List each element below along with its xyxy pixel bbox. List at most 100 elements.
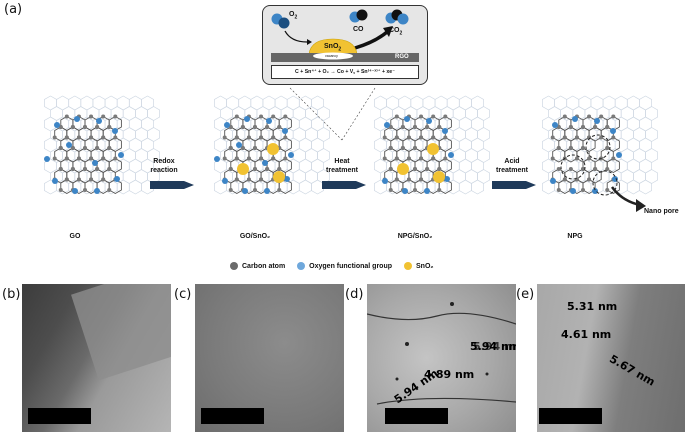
caption-npg-sno2: NPG/SnO₂: [397, 233, 433, 240]
sno2-particle-2: [433, 171, 445, 183]
o2-arrow-head: [307, 39, 312, 45]
bg-hex-1: [298, 179, 312, 195]
nano-pore-3: [560, 154, 586, 180]
legend-carbon-swatch: [230, 262, 238, 270]
legend-carbon: Carbon atom: [230, 262, 285, 270]
co2-arrow-head: [383, 26, 393, 37]
carbon-atom-0: [113, 114, 118, 119]
step-arrow-1: [322, 181, 366, 189]
carbon-atom-2: [394, 177, 399, 182]
oxygen-group-0: [92, 160, 98, 166]
carbon-atom-1: [277, 167, 282, 171]
oxygen-group-1: [244, 116, 250, 122]
tem-image-b: [22, 284, 171, 432]
oxygen-group-3: [592, 188, 598, 194]
panel-label-a: (a): [4, 2, 23, 17]
carbon-atom-0: [101, 114, 106, 119]
carbon-atom-1: [283, 114, 288, 119]
carbon-atom-2: [413, 167, 417, 171]
carbon-atom-2: [437, 167, 442, 171]
carbon-atom-3: [611, 114, 616, 119]
carbon-atom-2: [419, 135, 424, 140]
tem-d-cracks: [367, 302, 516, 405]
carbon-atom-2: [425, 125, 430, 129]
bg-hex-3: [626, 179, 640, 195]
carbon-atom-2: [406, 135, 411, 140]
bg-hex-0: [141, 179, 154, 195]
oxygen-group-3: [552, 122, 558, 128]
carbon-atom-0: [113, 135, 118, 140]
oxygen-group-0: [118, 152, 124, 158]
carbon-atom-0: [76, 135, 81, 140]
carbon-atom-0: [113, 156, 118, 161]
oxygen-group-3: [616, 152, 622, 158]
carbon-atom-2: [419, 156, 424, 161]
schematic-sequence: [44, 95, 658, 212]
carbon-atom-3: [574, 156, 579, 161]
carbon-atom-2: [388, 188, 393, 192]
carbon-atom-3: [581, 188, 585, 192]
carbon-atom-0: [76, 177, 81, 182]
carbon-atom-3: [568, 125, 573, 129]
co2-arrow: [354, 30, 389, 50]
oxygen-group-0: [94, 188, 100, 194]
legend-sno2-label: SnO₂: [416, 262, 434, 270]
carbon-atom-2: [425, 167, 430, 171]
carbon-atom-1: [234, 114, 239, 119]
carbon-atom-0: [64, 156, 69, 161]
oxygen-group-1: [264, 188, 270, 194]
carbon-atom-2: [443, 156, 448, 161]
oxygen-group-2: [424, 188, 430, 194]
legend-sno2: SnO₂: [404, 262, 434, 270]
oxygen-group-3: [550, 178, 556, 184]
sno2-label: SnO2: [324, 43, 342, 53]
carbon-atom-3: [568, 146, 573, 150]
carbon-atom-0: [83, 125, 87, 129]
legend-oxygen: Oxygen functional group: [297, 262, 392, 270]
carbon-atom-0: [58, 188, 63, 192]
carbon-atom-1: [228, 188, 233, 192]
carbon-atom-0: [101, 156, 106, 161]
carbon-atom-2: [431, 156, 436, 161]
carbon-atom-3: [605, 188, 610, 192]
vacancy-ellipse: [313, 52, 353, 60]
measurement-e-2: 4.61 nm: [561, 328, 612, 341]
carbon-atom-0: [70, 167, 75, 171]
oxygen-group-2: [402, 188, 408, 194]
carbon-atom-1: [228, 146, 233, 150]
carbon-atom-3: [581, 167, 585, 171]
carbon-atom-3: [574, 177, 579, 182]
carbon-atom-2: [388, 167, 393, 171]
carbon-atom-2: [419, 114, 424, 119]
carbon-atom-1: [283, 156, 288, 161]
legend-oxygen-label: Oxygen functional group: [309, 262, 393, 270]
caption-npg: NPG: [567, 233, 583, 240]
carbon-atom-3: [611, 135, 616, 140]
carbon-atom-3: [556, 146, 561, 150]
carbon-atom-1: [253, 188, 257, 192]
legend: Carbon atom Oxygen functional group SnO₂: [230, 262, 434, 270]
oxygen-group-1: [222, 178, 228, 184]
carbon-atom-3: [556, 167, 561, 171]
carbon-atom-3: [562, 177, 567, 182]
oxygen-group-0: [112, 128, 118, 134]
carbon-atom-2: [437, 188, 442, 192]
scalebar-d: [385, 408, 448, 424]
carbon-atom-3: [593, 125, 598, 129]
carbon-atom-0: [70, 125, 75, 129]
carbon-atom-0: [89, 156, 94, 161]
oxygen-group-1: [282, 128, 288, 134]
sno2-particle-1: [237, 163, 249, 175]
nano-pore-3: [585, 134, 611, 160]
oxygen-group-1: [266, 118, 272, 124]
carbon-atom-0: [70, 146, 75, 150]
sno2-particle-2: [397, 163, 409, 175]
scalebar-b: [28, 408, 91, 424]
carbon-atom-2: [388, 146, 393, 150]
bg-hex-0: [128, 179, 142, 195]
rgo-label: RGO: [395, 54, 409, 60]
carbon-atom-3: [556, 188, 561, 192]
carbon-atom-1: [283, 135, 288, 140]
carbon-atom-1: [246, 135, 251, 140]
